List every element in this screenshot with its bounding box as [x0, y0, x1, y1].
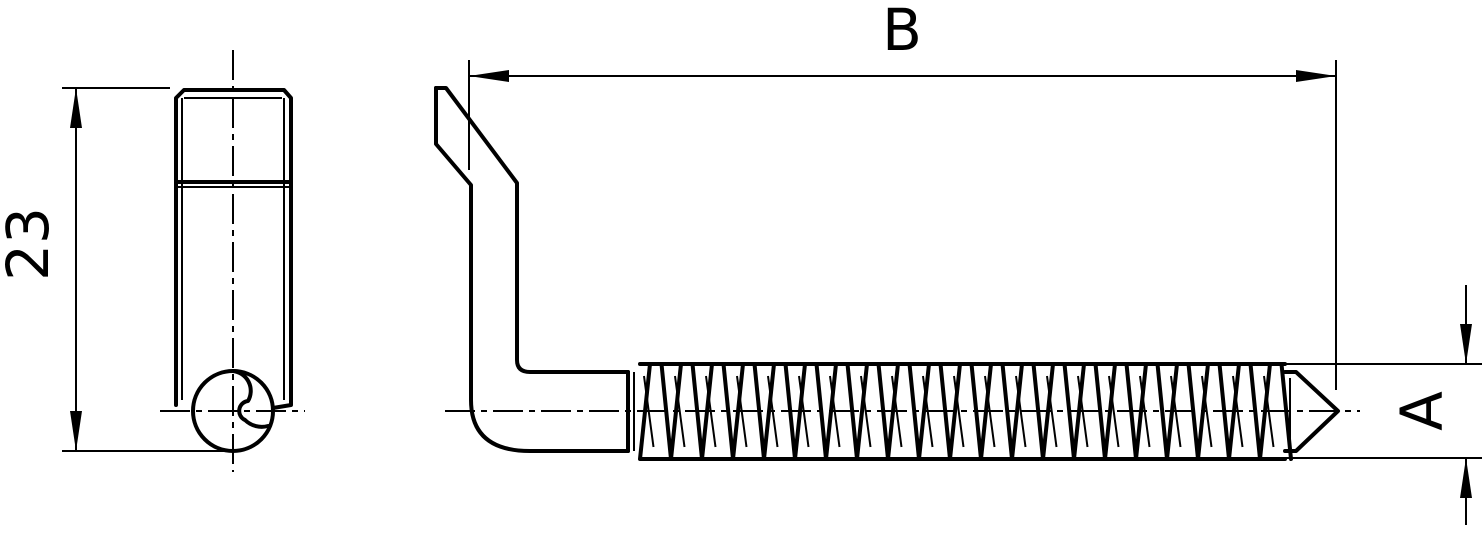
- length-dimension-label: B: [882, 0, 922, 64]
- length-dimension: B: [468, 0, 1337, 390]
- height-dimension-label: 23: [0, 207, 62, 281]
- thread-dimension: A: [1225, 285, 1482, 525]
- side-view: [160, 50, 305, 472]
- height-dimension: 23: [0, 87, 230, 452]
- hook-body: [434, 86, 635, 453]
- thread-dimension-label: A: [1388, 391, 1456, 431]
